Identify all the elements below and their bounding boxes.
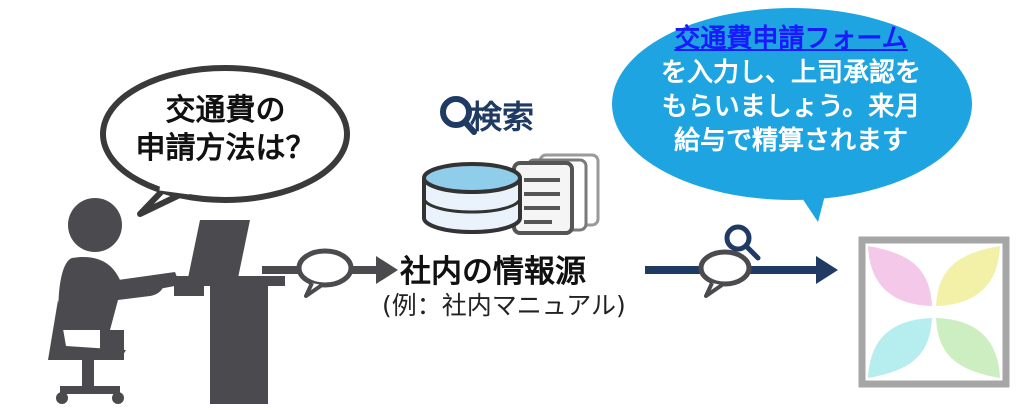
question-line-1: 交通費の [165, 93, 286, 128]
database-icon [422, 162, 522, 234]
answer-arrow [645, 249, 838, 298]
question-line-2: 申請方法は？ [135, 131, 316, 166]
search-label: 検索 [470, 98, 535, 136]
search-small-icon [724, 224, 761, 261]
query-arrow [262, 248, 398, 298]
source-title: 社内の情報源 [400, 254, 586, 290]
documents-icon [512, 153, 600, 235]
person-at-desk-icon [48, 198, 285, 404]
question-bubble [100, 65, 350, 217]
question-text: 交通費の 申請方法は？ [118, 92, 333, 168]
answer-line-3: もらいましょう。来月 [661, 92, 921, 122]
answer-line-4: 給与で精算されます [673, 126, 908, 156]
search-magnifier-icon [440, 96, 477, 135]
answer-bubble [612, 8, 972, 222]
source-subtitle: (例：社内マニュアル) [382, 291, 626, 320]
ai-logo-icon [858, 236, 1010, 388]
form-link[interactable]: 交通費申請フォーム [674, 24, 908, 54]
answer-text: 交通費申請フォーム を入力し、上司承認を もらいましょう。来月 給与で精算されま… [626, 22, 956, 158]
answer-line-2: を入力し、上司承認を [660, 58, 921, 88]
